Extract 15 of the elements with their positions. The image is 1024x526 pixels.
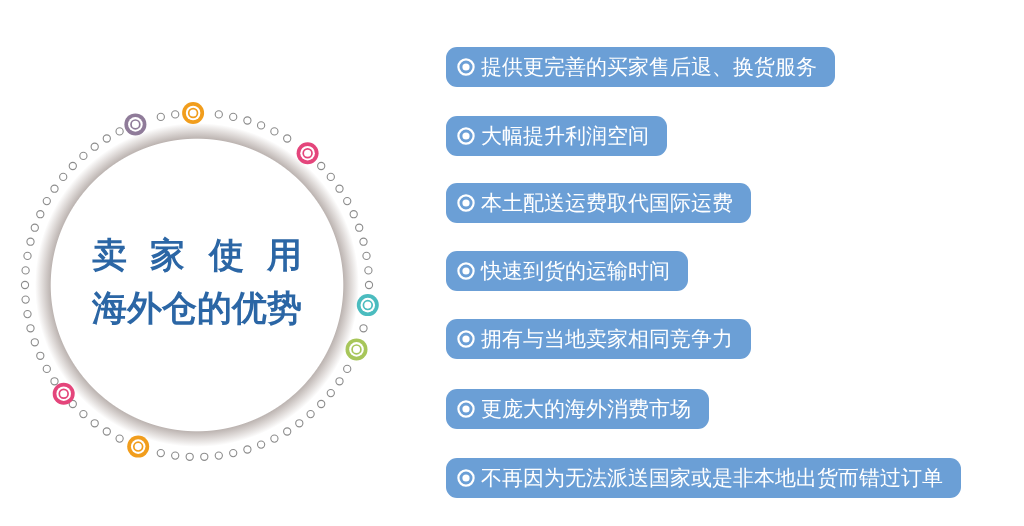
benefit-text: 拥有与当地卖家相同竞争力 <box>481 326 733 352</box>
benefit-pill <box>446 47 835 87</box>
benefit-text: 更庞大的海外消费市场 <box>481 396 691 422</box>
benefit-pill <box>446 183 751 223</box>
benefit-text: 本土配送运费取代国际运费 <box>481 190 733 216</box>
benefit-pill <box>446 251 688 291</box>
benefit-pill <box>446 389 709 429</box>
benefit-text: 提供更完善的买家售后退、换货服务 <box>481 54 817 80</box>
benefit-pill <box>446 116 667 156</box>
benefit-pill <box>446 458 961 498</box>
benefit-text: 大幅提升利润空间 <box>481 123 649 149</box>
benefit-text: 不再因为无法派送国家或是非本地出货而错过订单 <box>481 465 943 491</box>
circle-title: 卖家使用海外仓的优势 <box>92 234 327 330</box>
benefit-pill <box>446 319 751 359</box>
benefit-text: 快速到货的运输时间 <box>481 258 670 284</box>
